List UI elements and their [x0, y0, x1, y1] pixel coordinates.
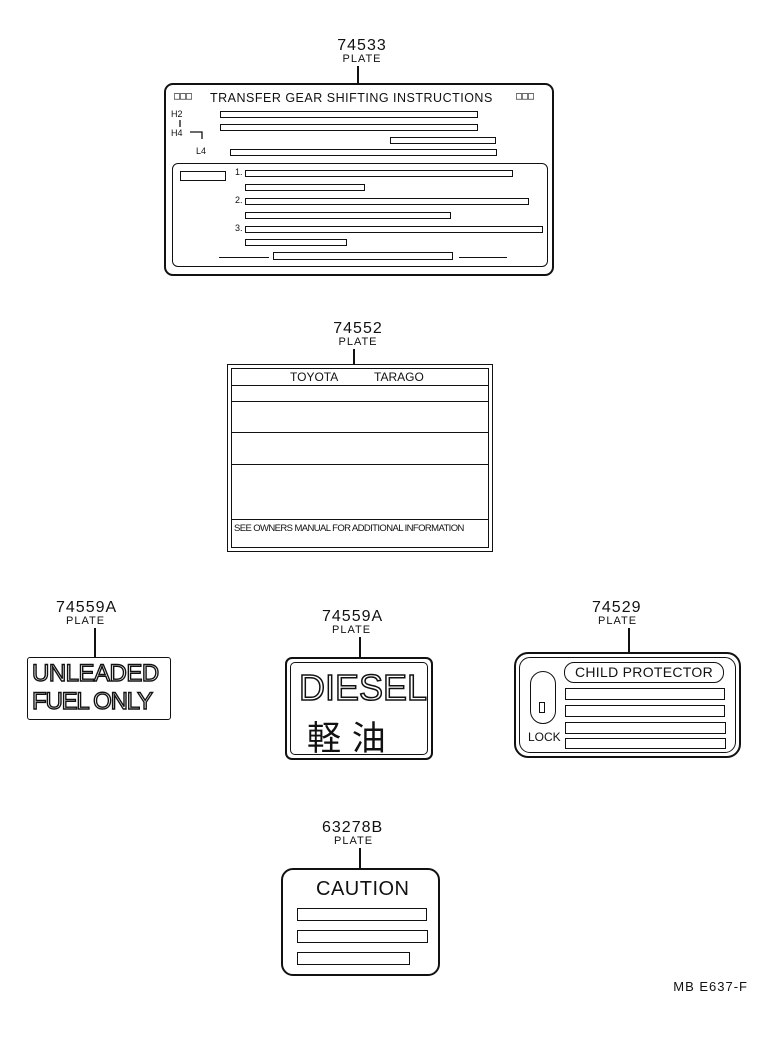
part-74559a-callout: 74559A PLATE [56, 600, 146, 627]
shift-label-h2: H2 [171, 109, 183, 119]
rule-line [459, 257, 507, 258]
owners-manual-note: SEE OWNERS MANUAL FOR ADDITIONAL INFORMA… [234, 523, 464, 534]
diesel-text: DIESEL [298, 666, 428, 709]
step-number: 3. [235, 223, 243, 233]
leader-line [94, 628, 96, 657]
part-label: PLATE [598, 615, 638, 627]
plate-inner-frame: TOYOTA TARAGO SEE OWNERS MANUAL FOR ADDI… [231, 368, 489, 548]
part-label: PLATE [334, 835, 374, 847]
step-number: 2. [235, 195, 243, 205]
part-label: PLATE [342, 53, 382, 65]
part-number: 74533 [337, 37, 387, 54]
row-divider [232, 401, 488, 402]
text-line [297, 952, 410, 965]
part-label: PLATE [332, 624, 372, 636]
brand-name: TOYOTA [290, 370, 339, 384]
part-74559a-diesel-callout: 74559A PLATE [322, 609, 412, 636]
plate-inner-frame: LOCK CHILD PROTECTOR [519, 657, 736, 753]
instructions-panel: 1. 2. 3. [172, 163, 548, 267]
text-line [245, 198, 529, 205]
leader-line [353, 349, 355, 364]
unleaded-text: UNLEADED [31, 659, 160, 687]
row-divider [232, 432, 488, 433]
text-line [565, 738, 726, 749]
leader-line [359, 848, 361, 868]
transfer-title: TRANSFER GEAR SHIFTING INSTRUCTIONS [210, 91, 493, 105]
part-74552-callout: 74552 PLATE [318, 321, 398, 348]
blank-box [180, 171, 226, 181]
text-line [245, 170, 513, 177]
leader-line [628, 628, 630, 653]
text-line [297, 930, 428, 943]
part-label: PLATE [66, 615, 106, 627]
text-line [220, 124, 478, 131]
part-label: PLATE [338, 336, 378, 348]
child-protector-title-box: CHILD PROTECTOR [564, 662, 724, 683]
diesel-fuel-plate: DIESEL 軽 油 [285, 657, 433, 760]
corner-mark-right: □□□ [516, 91, 535, 102]
text-line [245, 239, 347, 246]
lock-label: LOCK [528, 730, 561, 744]
unleaded-fuel-plate: UNLEADED FUEL ONLY [27, 657, 171, 720]
leader-line [359, 637, 361, 657]
model-name: TARAGO [374, 370, 424, 384]
diesel-japanese-text: 軽 油 [307, 719, 386, 759]
caution-title: CAUTION [316, 878, 410, 900]
fuel-only-text: FUEL ONLY [31, 687, 154, 715]
row-divider [232, 464, 488, 465]
part-63278b-callout: 63278B PLATE [322, 820, 402, 847]
shift-label-h4: H4 [171, 128, 183, 138]
text-line [245, 226, 543, 233]
shift-pattern-icon [179, 120, 203, 139]
lock-switch-icon [530, 671, 556, 724]
part-74533-callout: 74533 PLATE [322, 38, 402, 65]
tarago-info-plate: TOYOTA TARAGO SEE OWNERS MANUAL FOR ADDI… [227, 364, 493, 552]
part-number: 63278B [322, 819, 384, 836]
part-74529-callout: 74529 PLATE [592, 600, 652, 627]
text-line [390, 137, 496, 144]
switch-knob [539, 702, 545, 713]
part-number: 74559A [322, 608, 384, 625]
text-line [565, 688, 725, 700]
child-protector-title: CHILD PROTECTOR [574, 664, 714, 680]
part-number: 74559A [56, 599, 118, 616]
rule-line [219, 257, 269, 258]
text-line [273, 252, 453, 260]
text-line [565, 722, 726, 734]
transfer-instructions-plate: □□□ TRANSFER GEAR SHIFTING INSTRUCTIONS … [164, 83, 554, 276]
row-divider [232, 385, 488, 386]
part-number: 74552 [333, 320, 383, 337]
text-line [245, 184, 365, 191]
step-number: 1. [235, 167, 243, 177]
text-line [565, 705, 725, 717]
row-divider [232, 519, 488, 520]
text-line [220, 111, 478, 118]
text-line [245, 212, 451, 219]
shift-label-l4: L4 [196, 146, 207, 156]
plate-inner-frame: DIESEL 軽 油 [290, 662, 428, 759]
diagram-reference-code: MB E637-F [673, 979, 748, 994]
part-number: 74529 [592, 599, 642, 616]
caution-plate: CAUTION [281, 868, 440, 976]
text-line [230, 149, 497, 156]
child-protector-plate: LOCK CHILD PROTECTOR [514, 652, 741, 758]
text-line [297, 908, 427, 921]
leader-line [357, 66, 359, 84]
corner-mark-left: □□□ [174, 91, 193, 102]
